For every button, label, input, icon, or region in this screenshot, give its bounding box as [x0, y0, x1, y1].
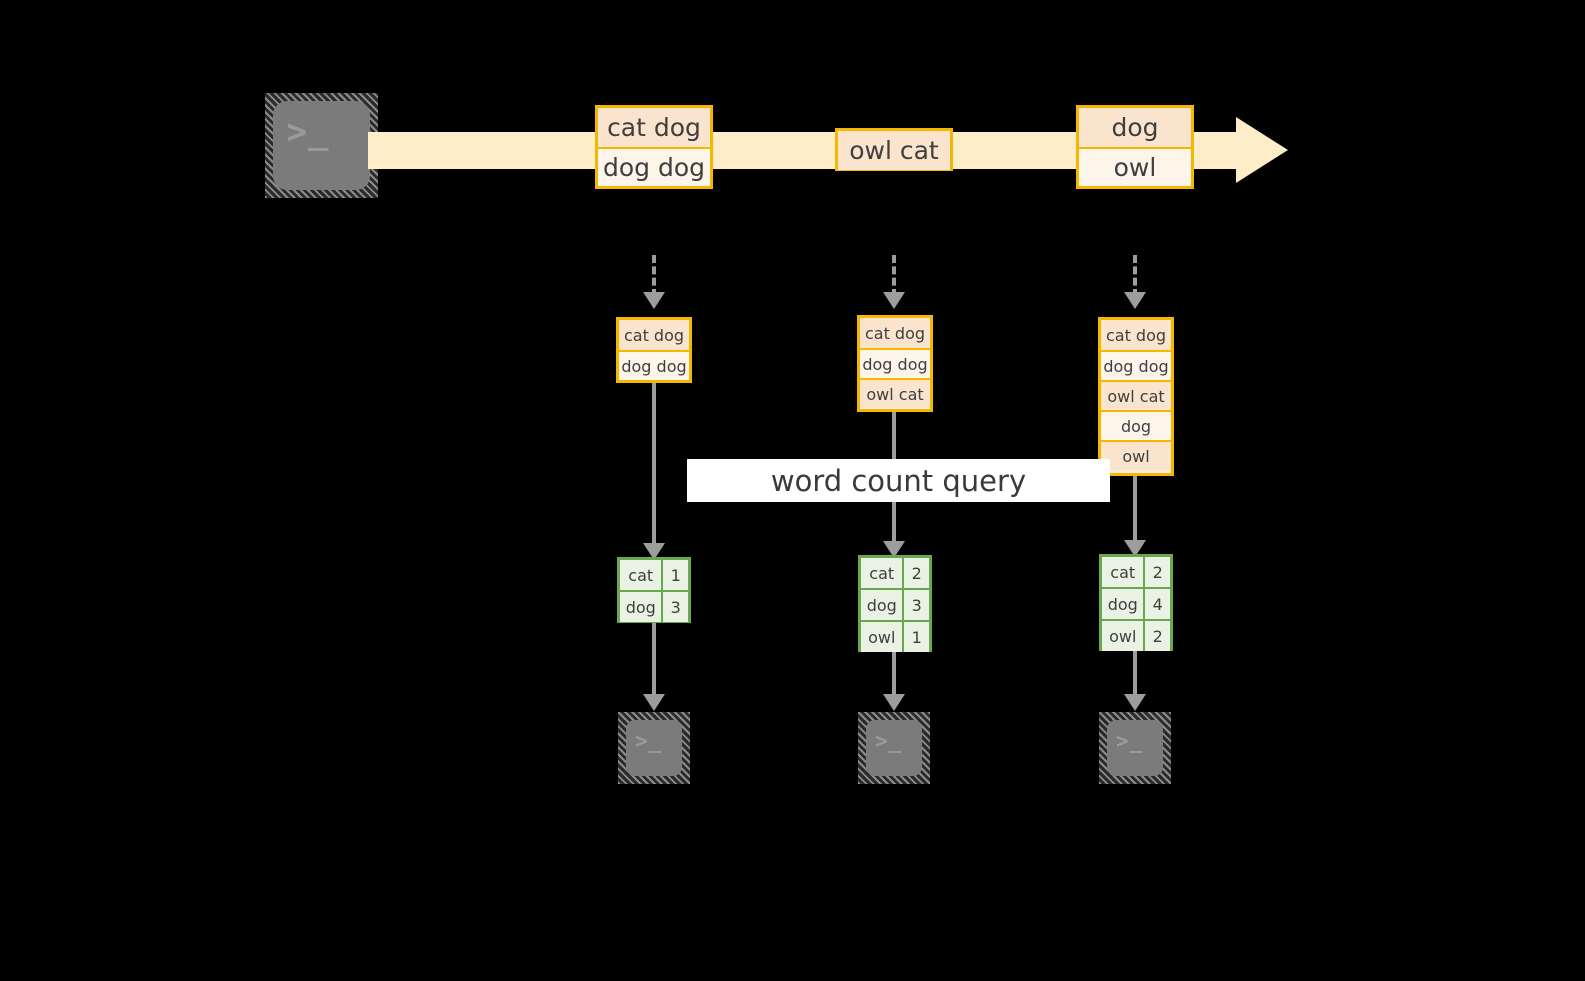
stream-batch-3: dog owl	[1076, 105, 1194, 189]
word-count-result-1: cat 1 dog 3	[617, 557, 691, 623]
queue-row: cat dog	[619, 320, 689, 350]
result-word: owl	[1102, 621, 1144, 651]
stream-record: dog dog	[598, 147, 710, 186]
trigger-1-ingress-line	[652, 255, 656, 297]
table-row: cat 1	[620, 560, 688, 590]
result-word: cat	[861, 558, 903, 588]
result-count: 1	[661, 560, 688, 590]
query-label-text: word count query	[770, 463, 1027, 498]
trigger-3-ingress-arrowhead	[1124, 292, 1146, 309]
stream-record: owl cat	[838, 131, 950, 170]
trigger-1-query-line	[652, 383, 656, 555]
trigger-1-sink-arrowhead	[643, 694, 665, 711]
trigger-2-sink-arrowhead	[883, 694, 905, 711]
stream-batch-2: owl cat	[835, 128, 953, 171]
source-terminal-icon: >_	[265, 93, 378, 198]
result-word: cat	[1102, 557, 1144, 587]
trigger-2-ingress-line	[892, 255, 896, 297]
queue-row: dog dog	[860, 348, 930, 378]
queue-row: dog	[1101, 410, 1171, 440]
trigger-2-sink-line	[892, 652, 896, 706]
result-word: owl	[861, 622, 903, 652]
trigger-1-ingress-arrowhead	[643, 292, 665, 309]
trigger-3-sink-line	[1133, 651, 1137, 706]
result-count: 3	[902, 590, 929, 620]
sink-terminal-icon-3: >_	[1099, 712, 1171, 784]
word-count-result-3: cat 2 dog 4 owl 2	[1099, 554, 1173, 651]
stream-record: cat dog	[598, 108, 710, 147]
stream-record: dog	[1079, 108, 1191, 147]
queue-row: dog dog	[619, 350, 689, 380]
trigger-2-ingress-arrowhead	[883, 292, 905, 309]
queue-row: owl cat	[1101, 380, 1171, 410]
result-count: 2	[1143, 557, 1170, 587]
trigger-2-query-arrowhead	[883, 541, 905, 558]
table-row: cat 2	[1102, 557, 1170, 587]
stream-arrow-head	[1236, 117, 1288, 183]
table-row: owl 2	[1102, 619, 1170, 651]
stream-batch-1: cat dog dog dog	[595, 105, 713, 189]
trigger-1-sink-line	[652, 623, 656, 706]
terminal-prompt-glyph: >_	[286, 112, 330, 153]
result-word: dog	[620, 592, 662, 622]
queue-row: owl cat	[860, 378, 930, 408]
result-count: 2	[902, 558, 929, 588]
queue-row: dog dog	[1101, 350, 1171, 380]
terminal-prompt-glyph: >_	[1115, 729, 1144, 754]
terminal-prompt-glyph: >_	[634, 729, 663, 754]
stream-record: owl	[1079, 147, 1191, 186]
result-word: dog	[1102, 589, 1144, 619]
trigger-3-query-arrowhead	[1124, 540, 1146, 557]
result-count: 4	[1143, 589, 1170, 619]
table-row: dog 4	[1102, 587, 1170, 619]
queue-row: cat dog	[1101, 320, 1171, 350]
sink-terminal-icon-2: >_	[858, 712, 930, 784]
accumulated-input-1: cat dog dog dog	[616, 317, 692, 383]
query-label-band: word count query	[687, 459, 1110, 502]
terminal-screen: >_	[626, 720, 682, 776]
queue-row: cat dog	[860, 318, 930, 348]
word-count-result-2: cat 2 dog 3 owl 1	[858, 555, 932, 652]
terminal-screen: >_	[866, 720, 922, 776]
trigger-3-ingress-line	[1133, 255, 1137, 297]
table-row: owl 1	[861, 620, 929, 652]
result-word: dog	[861, 590, 903, 620]
terminal-screen: >_	[1107, 720, 1163, 776]
terminal-screen: >_	[273, 101, 370, 190]
table-row: cat 2	[861, 558, 929, 588]
accumulated-input-3: cat dog dog dog owl cat dog owl	[1098, 317, 1174, 476]
table-row: dog 3	[620, 590, 688, 622]
sink-terminal-icon-1: >_	[618, 712, 690, 784]
table-row: dog 3	[861, 588, 929, 620]
result-word: cat	[620, 560, 662, 590]
result-count: 3	[661, 592, 688, 622]
terminal-prompt-glyph: >_	[874, 729, 903, 754]
trigger-3-sink-arrowhead	[1124, 694, 1146, 711]
trigger-3-query-line	[1133, 476, 1137, 554]
trigger-1-query-arrowhead	[643, 543, 665, 560]
accumulated-input-2: cat dog dog dog owl cat	[857, 315, 933, 412]
result-count: 2	[1143, 621, 1170, 651]
result-count: 1	[902, 622, 929, 652]
queue-row: owl	[1101, 440, 1171, 470]
